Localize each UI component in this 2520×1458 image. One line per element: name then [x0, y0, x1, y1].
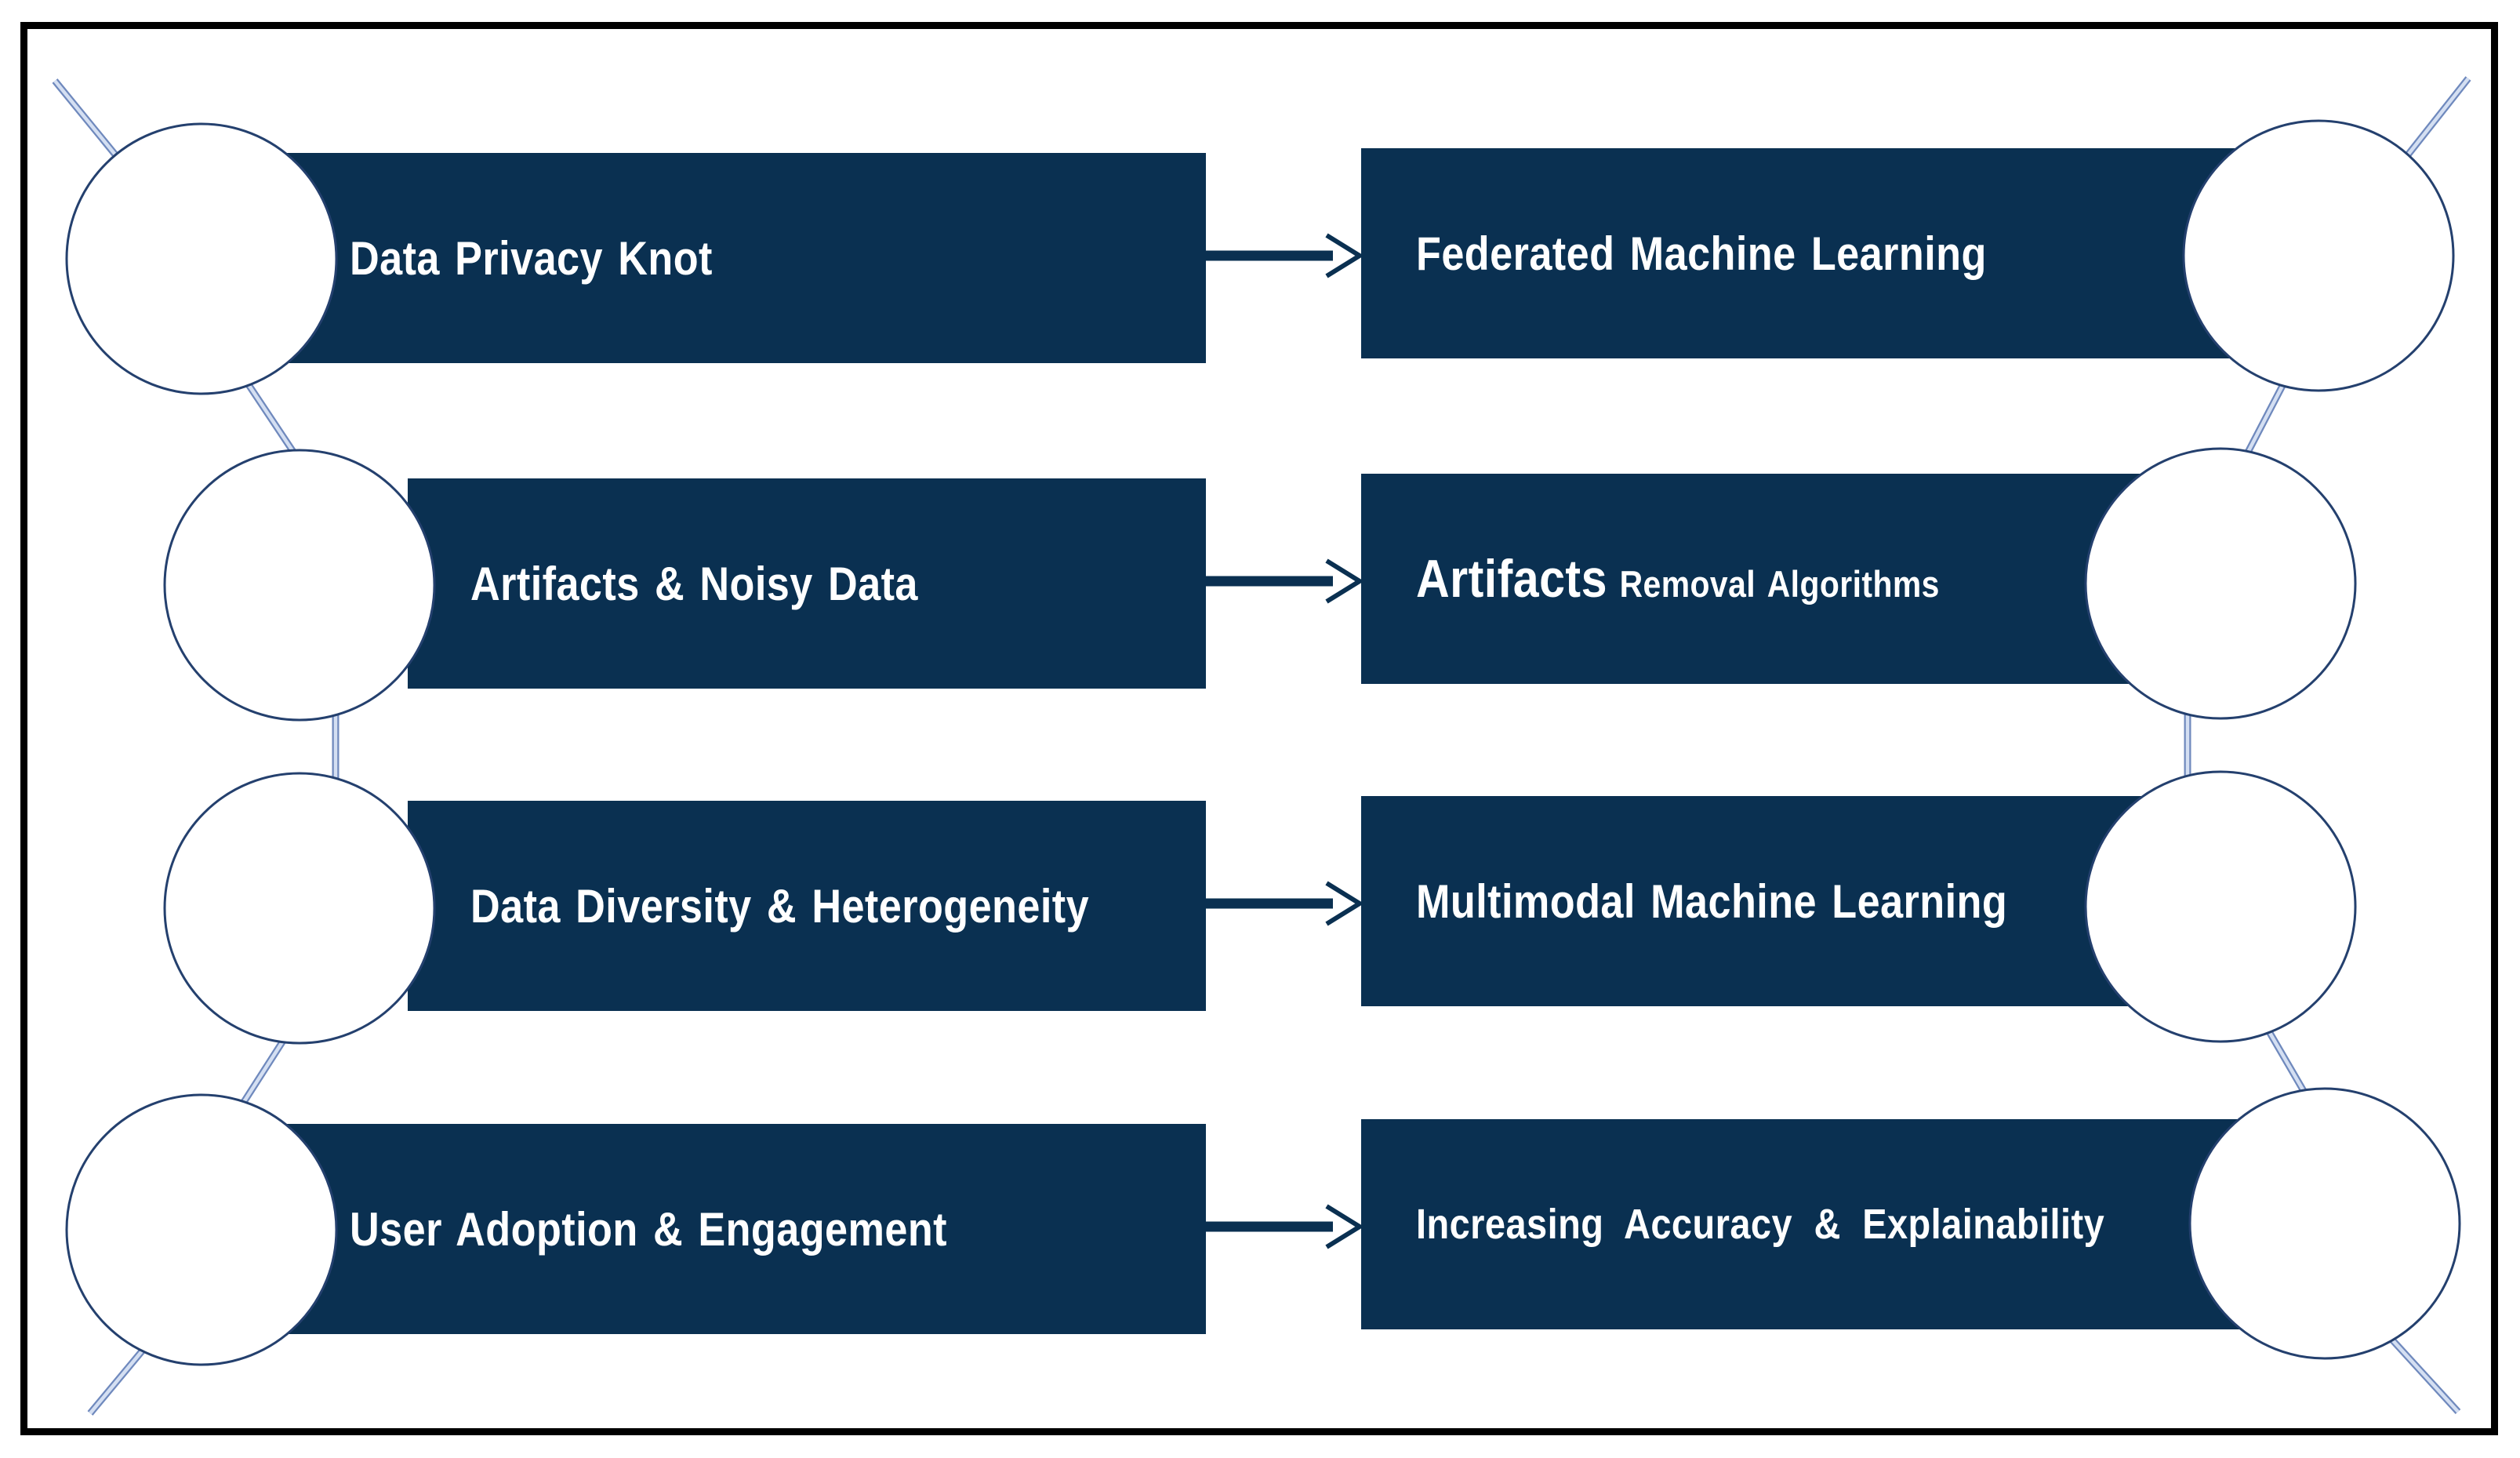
- arrow-icon-row-4: [1206, 1204, 1364, 1249]
- node-circle-right-2: [2084, 447, 2357, 720]
- challenge-box-data-diversity: Data Diversity & Heterogeneity: [408, 801, 1206, 1011]
- solution-box-artifact-removal: Artifacts Removal Algorithms: [1361, 474, 2155, 684]
- arrow-icon-row-2: [1206, 558, 1364, 604]
- challenge-box-data-privacy: Data Privacy Knot: [282, 153, 1206, 363]
- node-circle-left-3: [163, 772, 436, 1045]
- node-circle-right-1: [2182, 119, 2455, 392]
- corner-connector-bottom-right: [2387, 1334, 2461, 1415]
- solution-box-multimodal-ml: Multimodal Machine Learning: [1361, 796, 2155, 1006]
- solution-label: Artifacts Removal Algorithms: [1416, 548, 1940, 609]
- challenge-label: User Adoption & Engagement: [350, 1202, 947, 1256]
- arrow-icon-row-3: [1206, 881, 1364, 926]
- challenge-label: Artifacts & Noisy Data: [470, 557, 918, 610]
- solution-label: Federated Machine Learning: [1416, 227, 1987, 280]
- outer-border-frame: [20, 22, 2498, 1435]
- solution-label-sub: Removal Algorithms: [1619, 563, 1940, 605]
- node-circle-left-4: [65, 1093, 338, 1366]
- node-circle-left-2: [163, 449, 436, 722]
- challenge-box-user-adoption: User Adoption & Engagement: [282, 1124, 1206, 1334]
- solution-label: Increasing Accuracy & Explainability: [1416, 1201, 2105, 1248]
- challenge-label: Data Privacy Knot: [350, 231, 713, 285]
- node-circle-right-4: [2188, 1087, 2461, 1360]
- node-circle-left-1: [65, 122, 338, 395]
- arrow-icon-row-1: [1206, 233, 1364, 278]
- solution-label: Multimodal Machine Learning: [1416, 874, 2008, 928]
- challenge-label: Data Diversity & Heterogeneity: [470, 879, 1090, 933]
- solution-box-federated-ml: Federated Machine Learning: [1361, 148, 2244, 358]
- solution-box-accuracy-explainability: Increasing Accuracy & Explainability: [1361, 1119, 2244, 1329]
- node-circle-right-3: [2084, 770, 2357, 1043]
- solution-label-main: Artifacts: [1416, 549, 1607, 609]
- challenge-box-artifacts-noisy-data: Artifacts & Noisy Data: [408, 478, 1206, 689]
